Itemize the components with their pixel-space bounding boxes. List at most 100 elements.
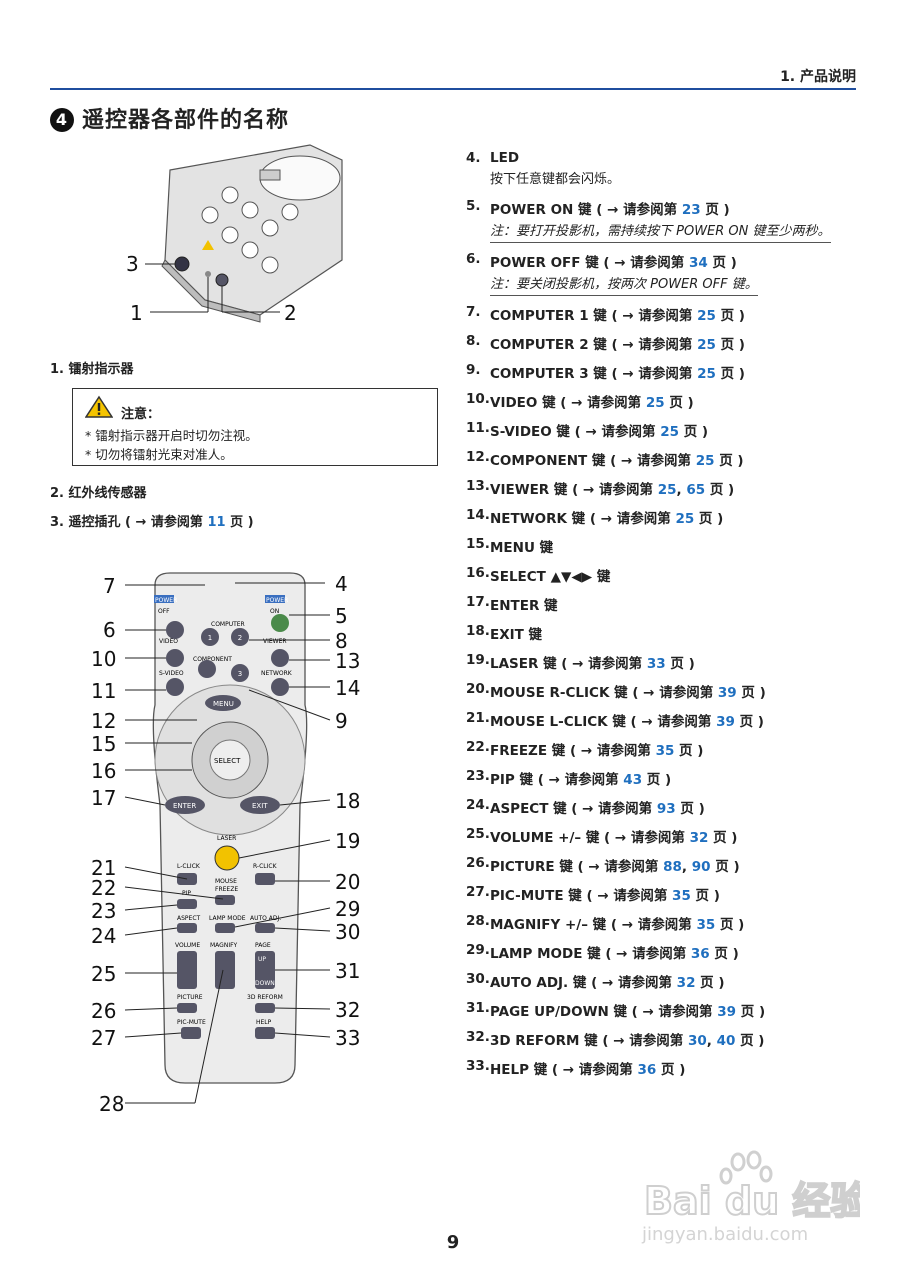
item-text: LED	[490, 150, 520, 166]
callout-30: 30	[335, 920, 360, 944]
page-link[interactable]: 25	[695, 453, 715, 469]
page-link[interactable]: 43	[623, 772, 643, 788]
item-label: PIP 键 ( → 请参阅第	[490, 772, 624, 788]
item-suffix: 页 )	[734, 714, 764, 730]
watermark-logo: Bai du 经验	[644, 1179, 860, 1223]
page-link[interactable]: 11	[207, 515, 226, 530]
remote-label-down: DOWN	[255, 980, 275, 987]
page-link[interactable]: 65	[686, 482, 706, 498]
item-text: EXIT 键	[490, 627, 543, 643]
item-note: 注：要关闭投影机，按两次 POWER OFF 键。	[490, 271, 758, 296]
item-number: 18.	[466, 623, 490, 639]
list-item: 7.COMPUTER 1 键 ( → 请参阅第 25 页 )	[466, 304, 856, 333]
item-suffix: 页 )	[710, 859, 740, 875]
page-link[interactable]: 25	[697, 308, 716, 324]
item-suffix: 页 )	[735, 1033, 765, 1049]
item-text: PICTURE 键 ( → 请参阅第 88, 90 页 )	[490, 859, 740, 875]
item-label: ASPECT 键 ( → 请参阅第	[490, 801, 657, 817]
item-text: ENTER 键	[490, 598, 558, 614]
callout-12: 12	[91, 709, 116, 733]
chapter-heading: 1. 产品说明	[780, 69, 856, 85]
page-link[interactable]: 23	[681, 202, 701, 218]
page-link[interactable]: 39	[717, 685, 737, 701]
list-item: 14.NETWORK 键 ( → 请参阅第 25 页 )	[466, 507, 856, 536]
item-suffix: 页 )	[642, 772, 672, 788]
callout-20: 20	[335, 870, 360, 894]
page-link[interactable]: 35	[696, 917, 716, 933]
page-link[interactable]: 33	[646, 656, 666, 672]
item-number: 12.	[466, 449, 490, 465]
page-link[interactable]: 39	[716, 714, 735, 730]
item-label: 3D REFORM 键 ( → 请参阅第	[490, 1033, 688, 1049]
page-link[interactable]: 88	[663, 859, 682, 875]
item-text: HELP 键 ( → 请参阅第 36 页 )	[490, 1058, 685, 1078]
callout-16: 16	[91, 759, 116, 783]
remote-label-reform: 3D REFORM	[247, 994, 283, 1001]
callout-10: 10	[91, 647, 116, 671]
item-suffix: 页 )	[714, 453, 744, 469]
section-number: 4	[50, 108, 74, 132]
item-suffix: 页 )	[715, 337, 745, 353]
page-link[interactable]: 32	[689, 830, 709, 846]
item-suffix: 页 )	[694, 511, 724, 527]
callout-25: 25	[91, 962, 116, 986]
item-label: POWER ON 键 ( → 请参阅第	[490, 202, 682, 218]
page-link[interactable]: 25	[657, 482, 677, 498]
item-label: LAMP MODE 键 ( → 请参阅第	[490, 946, 691, 962]
autoadj-button	[255, 923, 275, 933]
page-link[interactable]: 39	[717, 1004, 737, 1020]
item-number: 25.	[466, 826, 490, 842]
remote-label-rclick: R-CLICK	[253, 863, 278, 870]
item-suffix: 页 )	[715, 917, 745, 933]
list-item: 21.MOUSE L-CLICK 键 ( → 请参阅第 39 页 )	[466, 710, 856, 739]
callout-8: 8	[335, 629, 348, 653]
page-link[interactable]: 25	[675, 511, 695, 527]
remote-label-power-on: POWER	[266, 597, 288, 604]
item-label: AUTO ADJ. 键 ( → 请参阅第	[490, 975, 677, 991]
remote-label-help: HELP	[256, 1019, 272, 1026]
page-link[interactable]: 25	[645, 395, 665, 411]
item-label: COMPONENT 键 ( → 请参阅第	[490, 453, 696, 469]
page-link[interactable]: 36	[637, 1062, 657, 1078]
item-label: PICTURE 键 ( → 请参阅第	[490, 859, 664, 875]
picmute-button	[181, 1027, 201, 1039]
header-rule	[50, 88, 856, 90]
item-number: 26.	[466, 855, 490, 871]
callout-11: 11	[91, 679, 116, 703]
remote-label-autoadj: AUTO ADJ.	[250, 915, 281, 922]
page-link[interactable]: 25	[697, 366, 716, 382]
item-number: 17.	[466, 594, 490, 610]
item-label: NETWORK 键 ( → 请参阅第	[490, 511, 676, 527]
callout-13: 13	[335, 649, 360, 673]
remote-label-freeze: FREEZE	[215, 886, 238, 893]
page-link[interactable]: 35	[655, 743, 675, 759]
page-link[interactable]: 93	[656, 801, 676, 817]
item-label: HELP 键 ( → 请参阅第	[490, 1062, 638, 1078]
page-link[interactable]: 34	[688, 255, 708, 271]
item-number: 31.	[466, 1000, 490, 1016]
page-link[interactable]: 30	[687, 1033, 707, 1049]
page-link[interactable]: 36	[690, 946, 710, 962]
item-text: MOUSE R-CLICK 键 ( → 请参阅第 39 页 )	[490, 681, 766, 701]
page-link[interactable]: 25	[697, 337, 716, 353]
item-suffix: 页 )	[690, 888, 720, 904]
item-label: COMPUTER 1 键 ( → 请参阅第	[490, 308, 698, 324]
callout-7: 7	[103, 574, 116, 598]
power-on-button	[271, 614, 289, 632]
callout-22: 22	[91, 876, 116, 900]
picture-button	[177, 1003, 197, 1013]
item-text: NETWORK 键 ( → 请参阅第 25 页 )	[490, 507, 723, 527]
page-link[interactable]: 90	[691, 859, 711, 875]
item-text: MAGNIFY +/– 键 ( → 请参阅第 35 页 )	[490, 913, 744, 933]
remote-top-illustration: 3 1 2	[126, 144, 343, 325]
item-label: FREEZE 键 ( → 请参阅第	[490, 743, 656, 759]
list-item: 32.3D REFORM 键 ( → 请参阅第 30, 40 页 )	[466, 1029, 856, 1058]
page-link[interactable]: 35	[672, 888, 691, 904]
page-link[interactable]: 25	[660, 424, 679, 440]
page-link[interactable]: 32	[676, 975, 696, 991]
callout-15: 15	[91, 732, 116, 756]
item-number: 15.	[466, 536, 490, 552]
remote-label-off: OFF	[158, 608, 170, 615]
page-link[interactable]: 40	[716, 1033, 736, 1049]
left-item-laser: 1. 镭射指示器	[50, 362, 134, 377]
